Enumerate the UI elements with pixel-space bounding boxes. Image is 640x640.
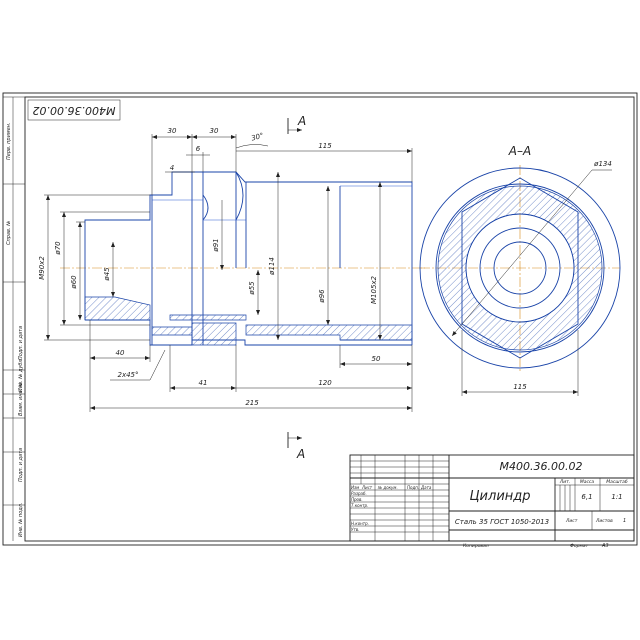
dim-label: ø60 bbox=[70, 275, 78, 290]
dim-label: M90x2 bbox=[38, 256, 46, 280]
side-stamp: Перв. примен. Справ. № Подп. и дата Инв.… bbox=[6, 122, 24, 537]
dim-label: 30° bbox=[250, 132, 264, 143]
dim-label: M105x2 bbox=[370, 275, 378, 304]
section-hatching bbox=[84, 296, 413, 346]
dim-label: ø55 bbox=[248, 281, 256, 296]
side-stamp-label: Взам. инв. № bbox=[18, 382, 24, 416]
rotated-number-box bbox=[27, 99, 121, 121]
dim-label: ø91 bbox=[212, 238, 220, 252]
material: Сталь 35 ГОСТ 1050-2013 bbox=[455, 518, 549, 526]
header-mass: Масса bbox=[580, 479, 595, 485]
cut-marks: A A bbox=[287, 114, 306, 461]
header-scale: Масштаб bbox=[606, 479, 628, 485]
mass-value: 6,1 bbox=[581, 493, 592, 501]
side-stamp-label: Перв. примен. bbox=[6, 122, 12, 160]
dim-label: 120 bbox=[318, 379, 332, 387]
dim-label: 6 bbox=[196, 145, 201, 153]
role-label: Утв. bbox=[351, 527, 359, 532]
header-lit: Лит. bbox=[559, 479, 570, 485]
sheet-frame bbox=[2, 92, 638, 546]
format-label: Формат bbox=[570, 543, 589, 549]
section-label: A–A bbox=[508, 144, 531, 158]
side-stamp-label: Инв. № дубл. bbox=[18, 358, 24, 392]
side-stamp-label: Инв. № подл. bbox=[18, 503, 24, 538]
dim-label: 115 bbox=[513, 383, 527, 391]
rotated-doc-number: M400.36.00.02 bbox=[33, 104, 116, 117]
side-stamp-label: Справ. № bbox=[6, 221, 12, 245]
dim-label: 115 bbox=[318, 142, 332, 150]
dim-label: ø134 bbox=[593, 160, 612, 168]
change-header: Дата bbox=[420, 485, 432, 490]
dim-label: 215 bbox=[245, 399, 259, 407]
dim-label: 4 bbox=[170, 164, 174, 172]
dim-label: 50 bbox=[372, 355, 381, 363]
change-header: № докум. bbox=[377, 485, 398, 490]
copied-label: Копировал bbox=[463, 543, 489, 549]
change-header: Изм bbox=[351, 485, 359, 490]
dim-label: 2x45° bbox=[117, 371, 138, 379]
dim-label: 41 bbox=[199, 379, 208, 387]
role-label: Разраб. bbox=[351, 491, 367, 496]
sheets-label: Листов bbox=[595, 518, 613, 524]
change-header: Лист bbox=[361, 485, 373, 490]
dimensions: 30 30 6 4 30° 115 M90x2 ø70 ø60 ø45 bbox=[38, 127, 413, 412]
dim-label: ø45 bbox=[103, 267, 111, 282]
scale-value: 1:1 bbox=[611, 493, 622, 501]
side-stamp-label: Подп. и дата bbox=[18, 448, 24, 482]
cut-label-top: A bbox=[297, 114, 306, 128]
dim-label: 30 bbox=[210, 127, 219, 135]
cut-label-bottom: A bbox=[296, 447, 305, 461]
format-value: A3 bbox=[601, 543, 609, 549]
dim-label: 30 bbox=[168, 127, 177, 135]
part-name: Цилиндр bbox=[469, 489, 530, 504]
role-label: Н.контр. bbox=[351, 521, 369, 526]
role-label: Пров. bbox=[351, 497, 363, 502]
dim-label: ø96 bbox=[318, 289, 326, 304]
side-stamp-label: Подп. и дата bbox=[18, 326, 24, 360]
doc-number: M400.36.00.02 bbox=[500, 460, 583, 473]
dim-label: ø114 bbox=[268, 257, 276, 276]
title-block: M400.36.00.02 Цилиндр Сталь 35 ГОСТ 1050… bbox=[349, 454, 635, 549]
sheet-label: Лист bbox=[565, 518, 578, 524]
dim-label: 40 bbox=[116, 349, 125, 357]
change-header: Подп. bbox=[407, 485, 419, 490]
dim-label: ø70 bbox=[54, 241, 62, 256]
role-label: Т.контр. bbox=[351, 503, 368, 508]
sheets-value: 1 bbox=[623, 518, 626, 524]
section-view: A–A ø134 115 bbox=[419, 144, 621, 396]
